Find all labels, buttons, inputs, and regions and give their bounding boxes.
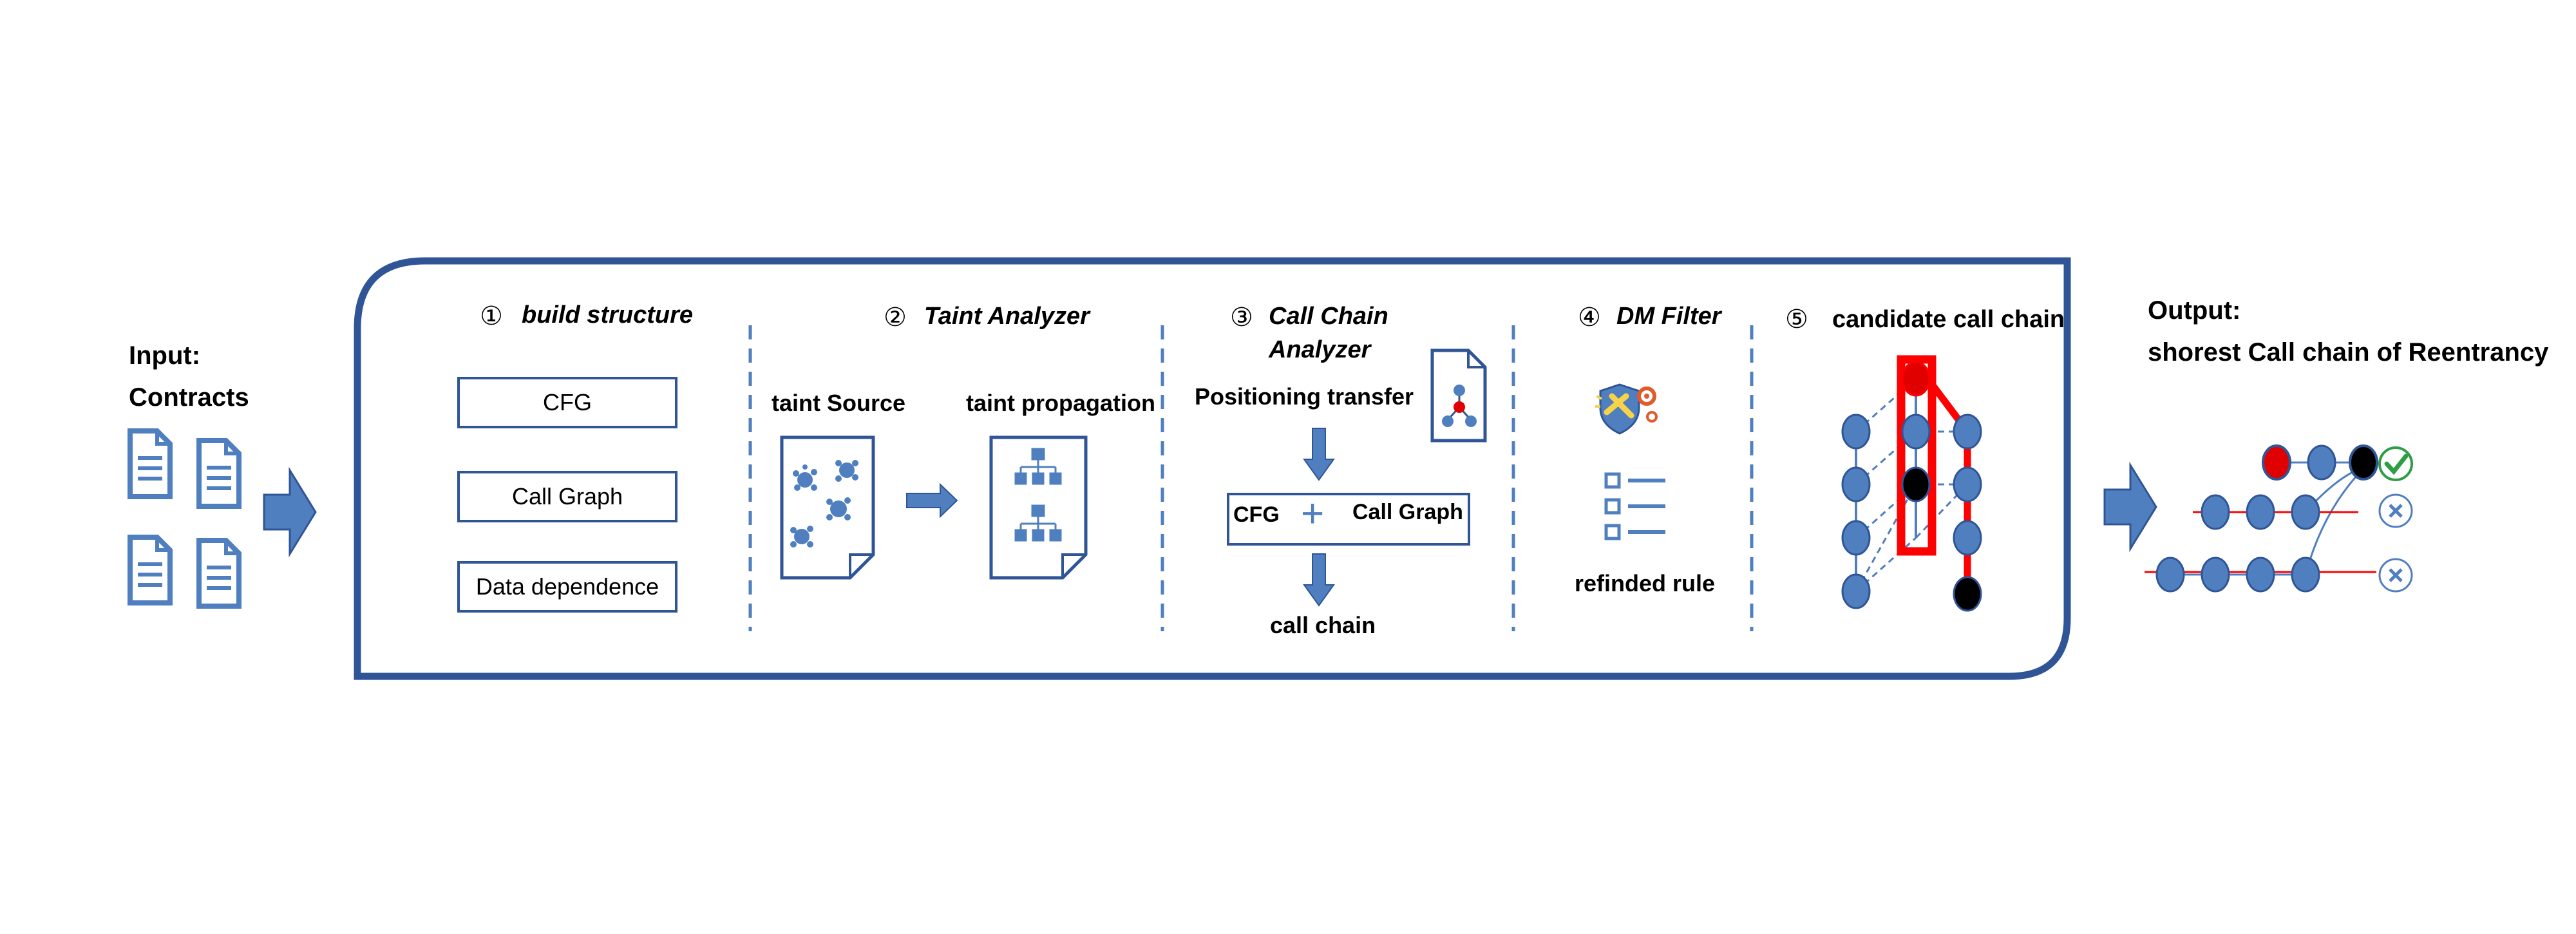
input-label: Input: [129,341,201,370]
stage3-number: ③ [1230,303,1253,332]
cfg-label: CFG [1233,502,1280,527]
cross-icon [2378,558,2413,593]
taint-propagation-icon [989,435,1088,580]
cfg-callgraph-box [1227,493,1470,546]
stage3-title-line1: Call Chain [1269,303,1388,330]
call-chain-label: call chain [1270,612,1376,638]
down-arrow-icon [1303,428,1335,481]
stage4-title: DM Filter [1616,303,1721,330]
call-graph-box: Call Graph [457,471,677,522]
stage4-number: ④ [1578,303,1601,332]
taint-source-label: taint Source [772,390,906,416]
contracts-label: Contracts [129,383,249,412]
output-description: shorest Call chain of Reentrancy [2148,338,2549,367]
stage2-title: Taint Analyzer [924,303,1090,330]
plus-icon: + [1301,491,1325,536]
input-arrow-icon [263,466,317,558]
document-icon [196,538,242,609]
stage1-number: ① [480,302,503,330]
document-icon [128,428,173,499]
down-arrow-icon [1303,553,1335,607]
positioning-transfer-label: Positioning transfer [1195,383,1414,410]
stage1-title: build structure [522,301,694,329]
cross-icon [2378,493,2413,528]
callgraph-label: Call Graph [1352,500,1463,524]
output-label: Output: [2148,296,2241,325]
output-arrow-icon [2103,461,2157,553]
stage3-title-line2: Analyzer [1269,336,1371,363]
candidate-chain-graph [1841,355,1982,612]
taint-source-icon [780,435,875,580]
graph-document-icon [1430,348,1487,443]
stage5-title: candidate call chain [1832,306,2065,333]
document-icon [196,438,242,509]
checklist-icon [1604,472,1665,540]
cfg-box: CFG [457,377,677,428]
shield-filter-icon [1595,383,1658,435]
taint-propagation-label: taint propagation [966,390,1155,416]
refinded-rule-label: refinded rule [1575,570,1716,596]
output-chains-graph [2145,444,2378,593]
document-icon [128,535,173,605]
check-icon [2378,446,2413,481]
propagation-arrow-icon [906,482,958,519]
stage5-number: ⑤ [1785,305,1808,334]
stage2-number: ② [884,303,907,332]
data-dependence-box: Data dependence [457,561,677,613]
